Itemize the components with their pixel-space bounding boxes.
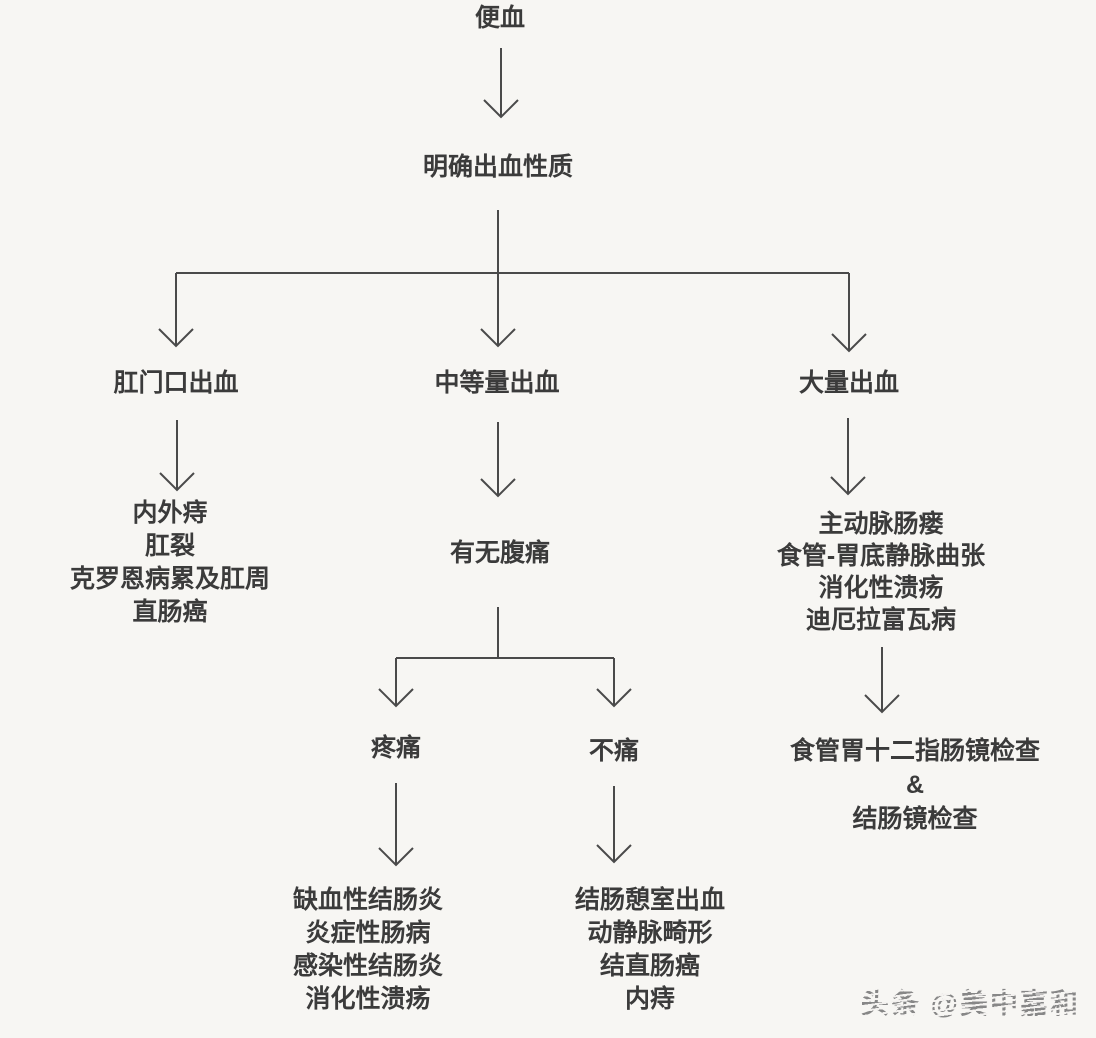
cause-item: 内痔: [624, 985, 676, 1013]
cause-item: 结直肠癌: [599, 952, 701, 980]
cause-item: 感染性结肠炎: [292, 952, 444, 980]
arrow-to-branch2: [480, 273, 516, 348]
arrow-painful-causes: [378, 783, 414, 867]
arrow-root-to-step1: [483, 48, 519, 119]
branch-label-massive-bleeding: 大量出血: [798, 369, 900, 397]
cause-item: 主动脉肠瘘: [818, 510, 944, 538]
node-determine-bleeding-nature: 明确出血性质: [422, 153, 574, 181]
cause-item: 动静脉畸形: [587, 919, 713, 947]
cause-item: 消化性溃疡: [818, 574, 944, 602]
cause-list-massive: 主动脉肠瘘 食管-胃底静脉曲张 消化性溃疡 迪厄拉富瓦病: [777, 508, 985, 636]
cause-item: 迪厄拉富瓦病: [805, 606, 957, 634]
arrow-branch2-question: [480, 422, 516, 498]
arrow-to-painful: [378, 658, 414, 708]
watermark-toutiao: 头条 @美中嘉和: [861, 982, 1080, 1022]
cause-list-painful: 缺血性结肠炎 炎症性肠病 感染性结肠炎 消化性溃疡: [293, 884, 443, 1016]
split-bar-main: [176, 210, 849, 274]
node-root: 便血: [474, 4, 526, 32]
cause-item: 结肠憩室出血: [574, 886, 726, 914]
workup-item: 食管胃十二指肠镜检查: [789, 737, 1041, 765]
cause-item: 直肠癌: [132, 598, 208, 626]
cause-item: 缺血性结肠炎: [292, 886, 444, 914]
cause-list-anal: 内外痔 肛裂 克罗恩病累及肛周 直肠癌: [70, 497, 270, 629]
cause-item: 克罗恩病累及肛周: [69, 565, 271, 593]
arrow-branch3-causes: [830, 418, 866, 496]
branch-label-anal-bleeding: 肛门口出血: [113, 369, 239, 397]
sub-label-painful: 疼痛: [370, 734, 422, 762]
cause-item: 消化性溃疡: [305, 985, 431, 1013]
arrow-to-painless: [596, 658, 632, 708]
workup-item: 结肠镜检查: [852, 805, 978, 833]
node-abdominal-pain-question: 有无腹痛: [449, 539, 551, 567]
arrow-to-branch1: [158, 273, 194, 348]
split-bar-question: [396, 607, 614, 659]
workup-item-ampersand: &: [905, 771, 925, 799]
arrow-branch1-causes: [159, 420, 195, 492]
workup-list-massive: 食管胃十二指肠镜检查 & 结肠镜检查: [790, 734, 1040, 836]
sub-label-painless: 不痛: [588, 737, 640, 765]
branch-label-moderate-bleeding: 中等量出血: [434, 369, 560, 397]
arrow-to-branch3: [831, 273, 867, 353]
cause-list-painless: 结肠憩室出血 动静脉畸形 结直肠癌 内痔: [575, 884, 725, 1016]
cause-item: 内外痔: [132, 499, 208, 527]
cause-item: 炎症性肠病: [305, 919, 431, 947]
arrow-branch3-workup: [864, 647, 900, 714]
cause-item: 食管-胃底静脉曲张: [776, 542, 986, 570]
cause-item: 肛裂: [144, 532, 196, 560]
arrow-painless-causes: [596, 786, 632, 864]
